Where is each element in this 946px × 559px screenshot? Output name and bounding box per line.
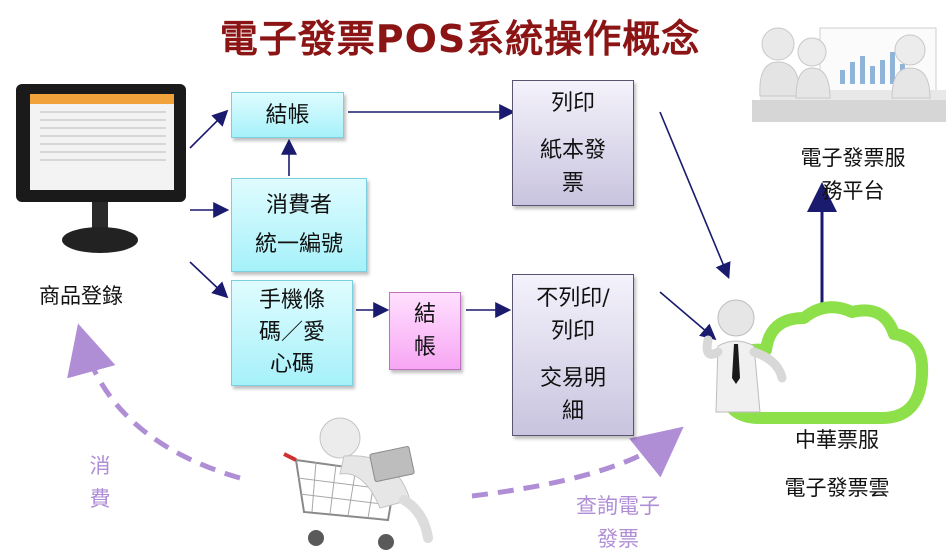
noprint-detail-box: 不列印/ 列印 交易明 細 xyxy=(512,274,634,436)
consumer-tax-id-box: 消費者 統一編號 xyxy=(231,178,367,272)
noprint-line-3: 交易明 xyxy=(540,362,606,395)
query-invoice-label: 查詢電子 發票 xyxy=(548,490,688,555)
arrow-pos-to-checkout xyxy=(190,112,226,148)
pos-terminal-icon xyxy=(16,84,186,253)
cloud-label-1: 中華票服 xyxy=(762,424,912,457)
noprint-line-2: 列印 xyxy=(551,315,595,348)
consumer-line-1: 消費者 xyxy=(266,189,332,222)
checkout-box-top: 結帳 xyxy=(231,92,344,138)
carrier-line-2: 碼／愛 xyxy=(259,317,325,349)
print-invoice-box: 列印 紙本發 票 xyxy=(512,80,634,206)
consume-line-2: 費 xyxy=(80,483,120,516)
arrow-pos-to-carrier xyxy=(190,262,226,296)
consume-label: 消 費 xyxy=(80,450,120,515)
platform-line-2: 務平台 xyxy=(778,175,928,208)
shopper-cart-icon xyxy=(284,418,428,550)
arrow-print-to-cloud xyxy=(660,112,728,276)
arrow-noprint-to-cloud xyxy=(660,292,714,338)
consumer-line-2: 統一編號 xyxy=(255,228,343,261)
query-line-2: 發票 xyxy=(548,523,688,556)
noprint-line-1: 不列印/ xyxy=(536,282,609,315)
print-line-1: 列印 xyxy=(551,87,595,120)
consume-line-1: 消 xyxy=(80,450,120,483)
dashed-arrow-query xyxy=(472,436,672,496)
carrier-line-1: 手機條 xyxy=(259,285,325,317)
platform-label: 電子發票服 務平台 xyxy=(778,142,928,207)
platform-line-1: 電子發票服 xyxy=(778,142,928,175)
pos-label: 商品登錄 xyxy=(16,280,146,313)
print-line-2: 紙本發 xyxy=(540,134,606,167)
query-line-1: 查詢電子 xyxy=(548,490,688,523)
checkout-mid-line-2: 帳 xyxy=(414,331,436,364)
checkout-mid-line-1: 結 xyxy=(414,298,436,331)
checkout-box-mid: 結 帳 xyxy=(389,292,461,370)
carrier-code-box: 手機條 碼／愛 心碼 xyxy=(231,280,353,386)
meeting-people-icon xyxy=(752,28,946,122)
checkout-label: 結帳 xyxy=(265,99,309,132)
print-line-3: 票 xyxy=(562,167,584,200)
cloud-label-2: 電子發票雲 xyxy=(752,472,922,505)
carrier-line-3: 心碼 xyxy=(270,349,314,381)
noprint-line-4: 細 xyxy=(562,395,584,428)
